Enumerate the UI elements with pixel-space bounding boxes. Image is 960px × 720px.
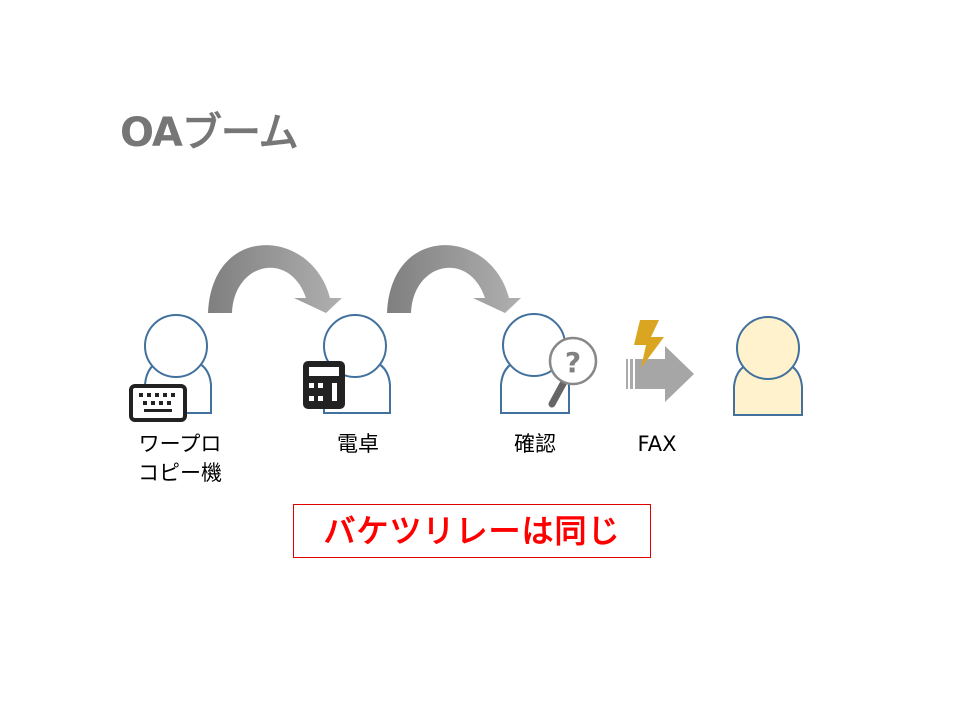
curved-arrow-1	[208, 245, 342, 313]
step-label-calculator: 電卓	[337, 432, 379, 456]
magnifier-question-icon: ?	[548, 336, 598, 408]
fax-lightning-arrow-icon	[626, 320, 694, 402]
svg-text:?: ?	[565, 346, 581, 379]
slide-title: OAブーム	[120, 110, 299, 156]
step-label-check: 確認	[514, 432, 556, 456]
bucket-relay-note: バケツリレーは同じ	[293, 504, 651, 558]
curved-arrow-2	[387, 245, 521, 313]
step-label-fax: FAX	[637, 432, 677, 456]
label-line: ワープロ	[138, 432, 222, 456]
label-line: コピー機	[138, 461, 222, 485]
keyboard-icon	[129, 384, 187, 422]
step-label-wordprocessor: ワープロ コピー機	[130, 430, 230, 488]
calculator-icon	[303, 361, 345, 409]
person-recipient	[733, 316, 803, 416]
